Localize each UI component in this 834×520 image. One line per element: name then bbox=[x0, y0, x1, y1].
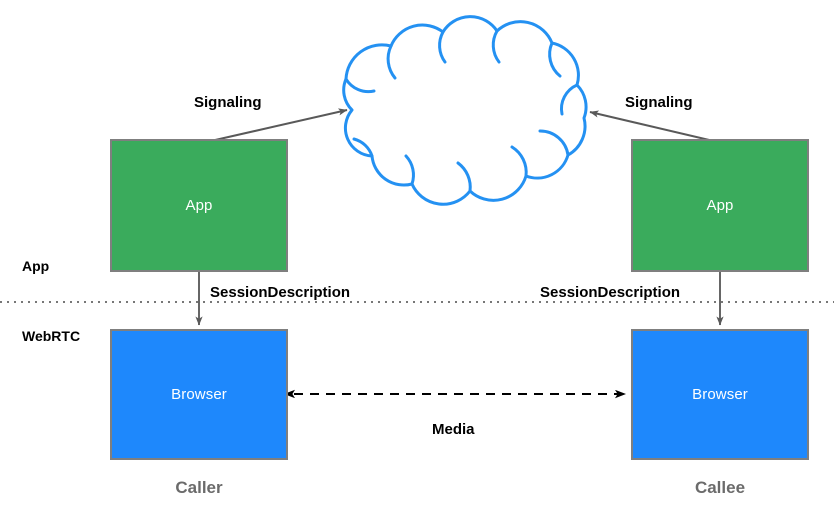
layer-label-webrtc: WebRTC bbox=[22, 328, 81, 344]
layer-label-app: App bbox=[22, 258, 50, 274]
node-callee-app[interactable]: App bbox=[631, 139, 809, 272]
node-callee-browser-label: Browser bbox=[692, 386, 748, 403]
node-caller-browser-label: Browser bbox=[171, 386, 227, 403]
role-label-callee: Callee bbox=[694, 478, 746, 497]
edge-label-caller-sessiondescription: SessionDescription bbox=[210, 284, 351, 301]
role-label-caller: Caller bbox=[175, 478, 223, 497]
node-caller-app[interactable]: App bbox=[110, 139, 288, 272]
edge-label-callee-signaling: Signaling bbox=[625, 94, 693, 111]
callee-signaling-arrow bbox=[589, 110, 723, 144]
node-callee-app-label: App bbox=[706, 197, 734, 214]
caller-signaling-arrow bbox=[201, 108, 348, 144]
signaling-cloud-icon bbox=[342, 15, 588, 206]
edge-label-callee-sessiondescription: SessionDescription bbox=[540, 284, 681, 301]
edge-label-caller-signaling: Signaling bbox=[194, 94, 262, 111]
node-caller-browser[interactable]: Browser bbox=[110, 329, 288, 460]
edge-label-media: Media bbox=[432, 421, 475, 438]
node-callee-browser[interactable]: Browser bbox=[631, 329, 809, 460]
node-caller-app-label: App bbox=[185, 197, 213, 214]
